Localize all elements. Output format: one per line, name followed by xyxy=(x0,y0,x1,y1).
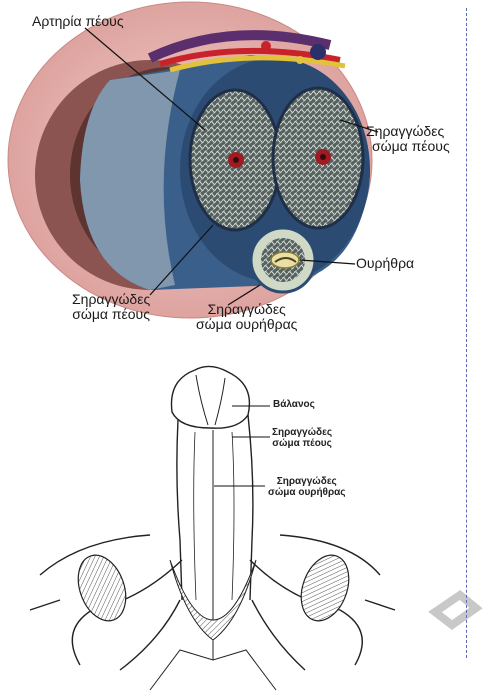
label-spongiosum-line1: Σηραγγώδες xyxy=(196,302,297,317)
label-spongiosum: Σηραγγώδες σώμα ουρήθρας xyxy=(196,302,297,331)
label-bottom-spongiosum-line1: Σηραγγώδες xyxy=(268,477,346,488)
label-penile-artery: Αρτηρία πέους xyxy=(32,14,124,29)
shaft-outline xyxy=(177,415,253,600)
label-cavernosum-left-line1: Σηραγγώδες xyxy=(72,292,150,307)
label-glans: Βάλανος xyxy=(273,400,315,411)
label-cavernosum-right: Σηραγγώδες σώμα πέους xyxy=(366,124,450,153)
label-cavernosum-right-line2: σώμα πέους xyxy=(366,139,450,154)
label-bottom-spongiosum: Σηραγγώδες σώμα ουρήθρας xyxy=(268,477,346,498)
cross-section-illustration xyxy=(8,2,372,318)
label-bottom-spongiosum-line2: σώμα ουρήθρας xyxy=(268,488,346,499)
label-bottom-cavernosum-line2: σώμα πέους xyxy=(272,439,332,450)
deep-artery-left-lumen xyxy=(233,157,239,163)
label-bottom-cavernosum: Σηραγγώδες σώμα πέους xyxy=(272,428,332,449)
ischial-crus-left xyxy=(70,549,135,628)
gray-corner-mark xyxy=(435,595,476,625)
label-spongiosum-line2: σώμα ουρήθρας xyxy=(196,317,297,332)
label-cavernosum-right-line1: Σηραγγώδες xyxy=(366,124,450,139)
label-cavernosum-left-line2: σώμα πέους xyxy=(72,307,150,322)
glans-outline xyxy=(171,366,249,428)
label-urethra: Ουρήθρα xyxy=(356,256,414,271)
label-bottom-cavernosum-line1: Σηραγγώδες xyxy=(272,428,332,439)
label-cavernosum-left: Σηραγγώδες σώμα πέους xyxy=(72,292,150,321)
penis-line-drawing xyxy=(30,366,395,690)
deep-artery-right-lumen xyxy=(320,154,326,160)
panel-dashed-border xyxy=(466,8,468,658)
